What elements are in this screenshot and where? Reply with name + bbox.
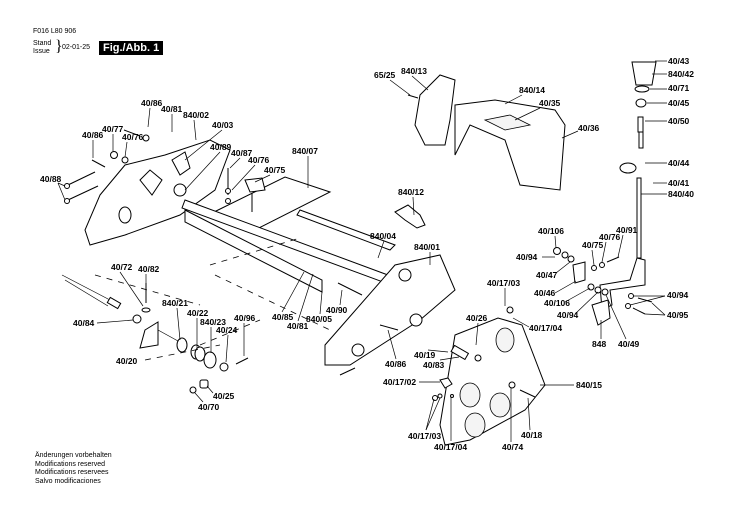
label-840-04: 840/04: [370, 231, 396, 241]
small-parts-40-106: [553, 247, 620, 326]
label-40-35: 40/35: [539, 98, 561, 108]
label-40-43: 40/43: [668, 56, 690, 66]
label-40-76: 40/76: [122, 132, 144, 142]
label-40-50: 40/50: [668, 116, 690, 126]
label-840-02: 840/02: [183, 110, 209, 120]
label-840-12: 840/12: [398, 187, 424, 197]
label-40-75-right: 40/75: [582, 240, 604, 250]
label-40-82: 40/82: [138, 264, 160, 274]
issue-date: 02-01-25: [62, 44, 91, 51]
label-40-22: 40/22: [187, 308, 209, 318]
label-40-83: 40/83: [423, 360, 445, 370]
footer-line-en: Modifications reserved: [35, 460, 106, 468]
label-40-86-center: 40/86: [385, 359, 407, 369]
bolt-40-86: [91, 129, 150, 168]
label-840-13: 840/13: [401, 66, 427, 76]
label-840-01: 840/01: [414, 242, 440, 252]
bolts-40-88: [64, 171, 99, 204]
label-40-106: 40/106: [538, 226, 564, 236]
label-40-18: 40/18: [521, 430, 543, 440]
cover-840-14: [407, 74, 566, 191]
footer-line-es: Salvo modificaciones: [35, 477, 101, 485]
label-840-15: 840/15: [576, 380, 602, 390]
label-40-94: 40/94: [516, 252, 538, 262]
label-848: 848: [592, 339, 606, 349]
label-40-70: 40/70: [198, 402, 220, 412]
callout-labels: 40/86 40/81 840/02 40/03 40/77 40/86 40/…: [40, 56, 694, 452]
issue-label: Issue: [33, 48, 50, 55]
bolt-40-90: [337, 282, 363, 296]
label-840-21: 840/21: [162, 298, 188, 308]
label-840-42: 840/42: [668, 69, 694, 79]
label-40-95: 40/95: [667, 310, 689, 320]
bar-840-04: [181, 199, 396, 293]
label-40-85: 40/85: [272, 312, 294, 322]
label-40-76-plate: 40/76: [248, 155, 270, 165]
label-40-86: 40/86: [141, 98, 163, 108]
stand-issue-label: Stand Issue: [33, 40, 51, 56]
label-40-36: 40/36: [578, 123, 600, 133]
label-40-45: 40/45: [668, 98, 690, 108]
label-65-25: 65/25: [374, 70, 396, 80]
label-40-26: 40/26: [466, 313, 488, 323]
label-840-23: 840/23: [200, 317, 226, 327]
label-40-89: 40/89: [210, 142, 232, 152]
label-40-81: 40/81: [161, 104, 183, 114]
label-840-07: 840/07: [292, 146, 318, 156]
main-plate-840-01: [324, 254, 456, 376]
label-40-47: 40/47: [536, 270, 558, 280]
label-40-96: 40/96: [234, 313, 256, 323]
label-40-90: 40/90: [326, 305, 348, 315]
label-40-46: 40/46: [534, 288, 556, 298]
label-40-75: 40/75: [264, 165, 286, 175]
cable-assembly: [61, 274, 249, 394]
label-40-03: 40/03: [212, 120, 234, 130]
pin-40-19: [450, 344, 482, 362]
label-40-88: 40/88: [40, 174, 62, 184]
side-plate-left: [84, 139, 231, 246]
label-40-87: 40/87: [231, 148, 253, 158]
label-40-81-center: 40/81: [287, 321, 309, 331]
bolts-40-95: [625, 293, 653, 315]
stand-label: Stand: [33, 40, 52, 47]
footer-notice: Änderungen vorbehalten Modifications res…: [35, 452, 112, 486]
label-40-91: 40/91: [616, 225, 638, 235]
label-40-17-04-top: 40/17/04: [529, 323, 562, 333]
label-40-17-04-bottom: 40/17/04: [434, 442, 467, 452]
brace-symbol: }: [55, 38, 63, 55]
label-40-17-02: 40/17/02: [383, 377, 416, 387]
bracket-840-12: [394, 204, 426, 229]
label-40-76-right: 40/76: [599, 232, 621, 242]
label-40-44: 40/44: [668, 158, 690, 168]
label-840-14: 840/14: [519, 85, 545, 95]
gear-cover-40-26: [432, 306, 546, 446]
label-40-72: 40/72: [111, 262, 133, 272]
label-40-86-left: 40/86: [82, 130, 104, 140]
label-40-106-lower: 40/106: [544, 298, 570, 308]
label-40-94-right: 40/94: [667, 290, 689, 300]
label-40-19: 40/19: [414, 350, 436, 360]
label-40-94-lower: 40/94: [557, 310, 579, 320]
label-40-77: 40/77: [102, 124, 124, 134]
label-40-49: 40/49: [618, 339, 640, 349]
label-40-41: 40/41: [668, 178, 690, 188]
label-40-25: 40/25: [213, 391, 235, 401]
label-40-17-03-bottom: 40/17/03: [408, 431, 441, 441]
label-40-84: 40/84: [73, 318, 95, 328]
footer-line-de: Änderungen vorbehalten: [35, 452, 112, 459]
label-40-71: 40/71: [668, 83, 690, 93]
label-40-24: 40/24: [216, 325, 238, 335]
document-code: F016 L80 906: [33, 28, 77, 35]
footer-line-fr: Modifications reservees: [35, 469, 109, 476]
label-840-05: 840/05: [306, 314, 332, 324]
bolt-40-86-center: [379, 324, 399, 331]
label-40-17-03-top: 40/17/03: [487, 278, 520, 288]
lever-assembly: [599, 61, 657, 311]
figure-label: Fig./Abb. 1: [99, 41, 164, 55]
label-40-74: 40/74: [502, 442, 524, 452]
label-840-40: 840/40: [668, 189, 694, 199]
label-40-20: 40/20: [116, 356, 138, 366]
